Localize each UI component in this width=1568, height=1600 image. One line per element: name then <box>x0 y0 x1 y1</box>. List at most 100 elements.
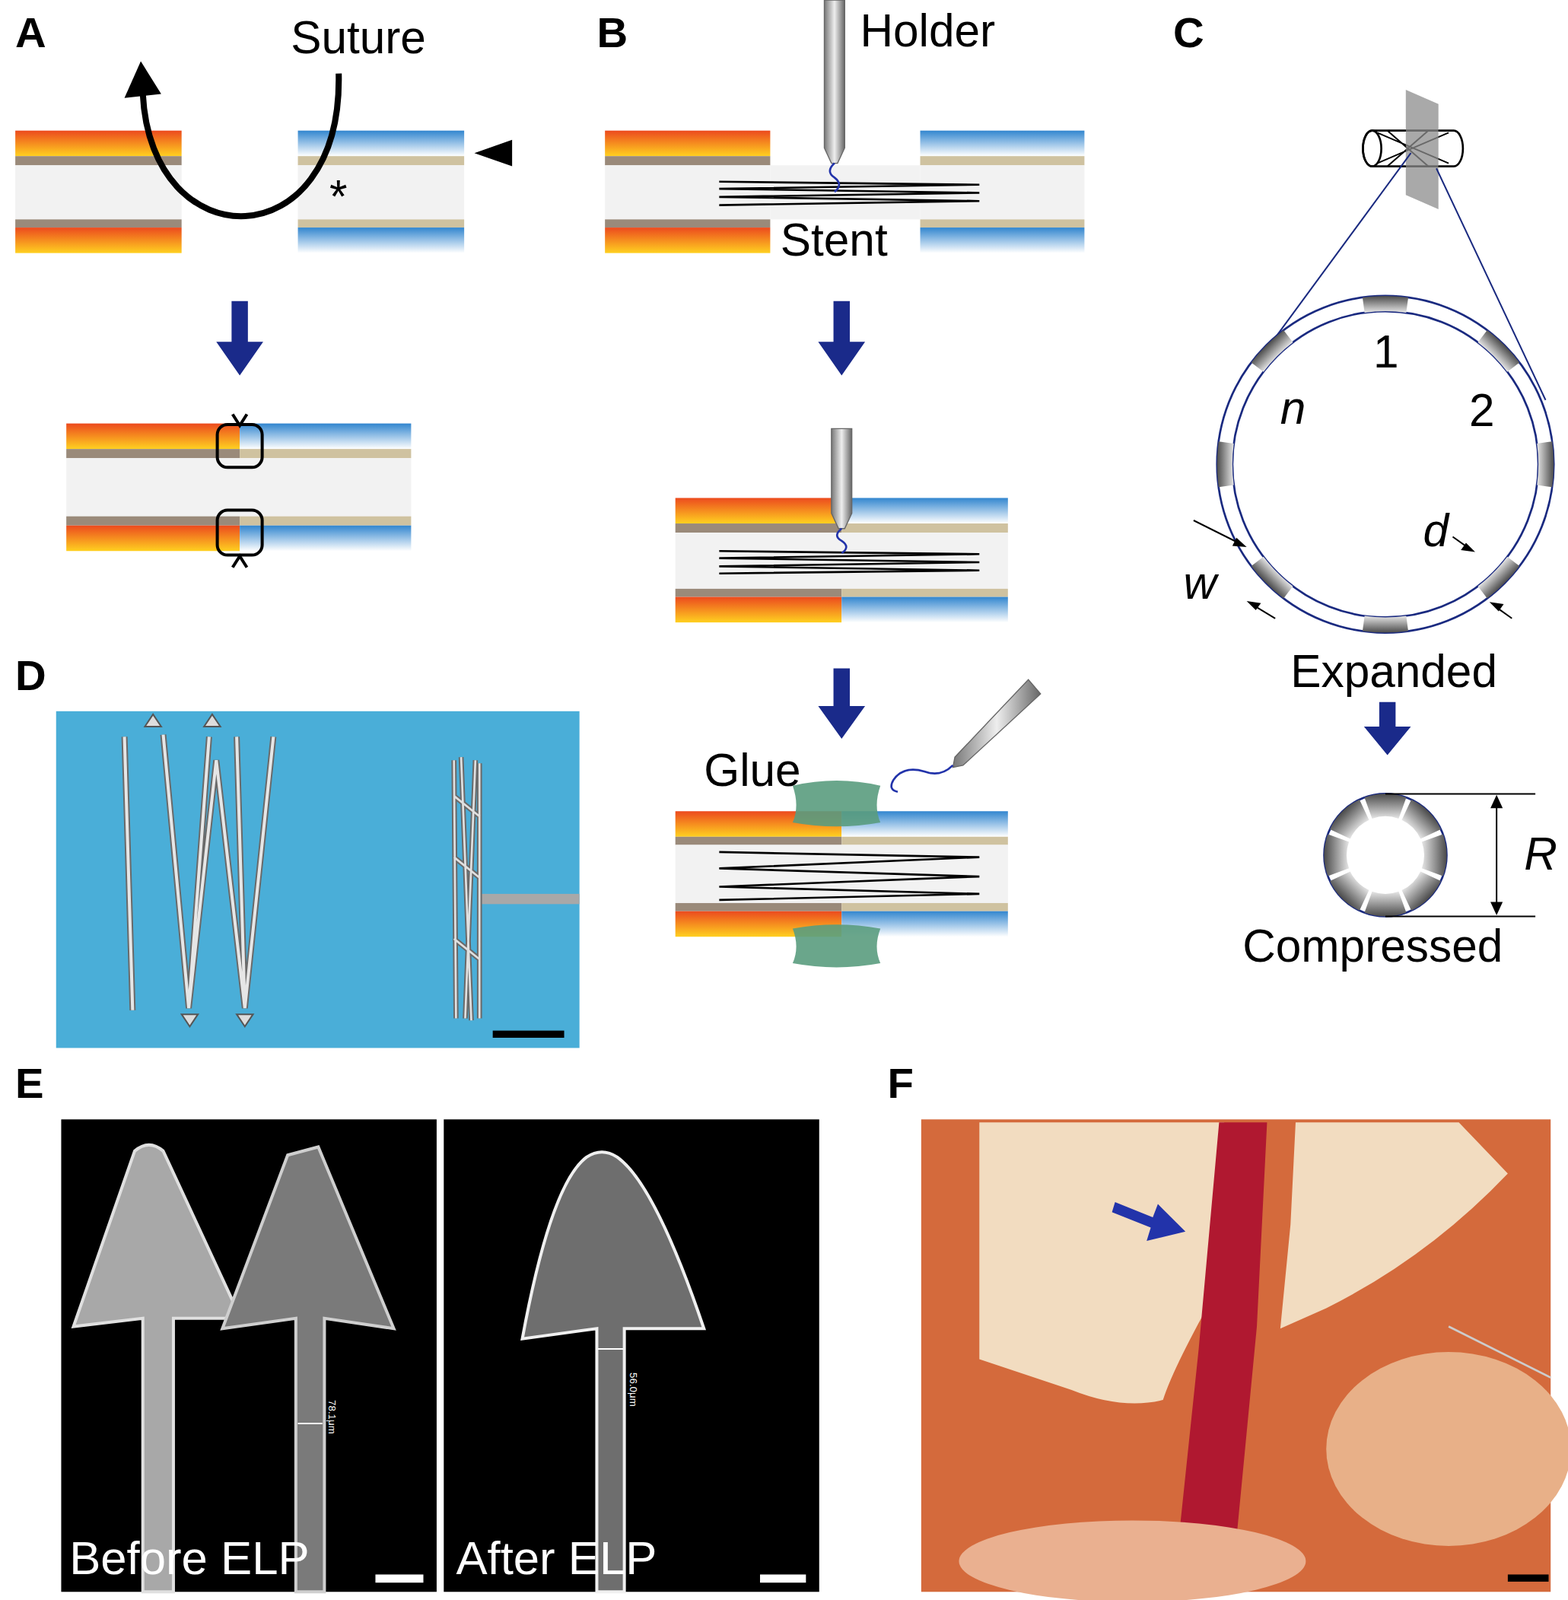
panel-b-step1 <box>604 155 770 166</box>
state-label: Expanded <box>1290 645 1498 697</box>
panel-c-schematic <box>1232 537 1247 548</box>
measurement-label: 56.0μm <box>627 1372 640 1407</box>
image-caption: After ELP <box>455 1532 657 1584</box>
panel-f-photo <box>1448 1326 1551 1378</box>
panel-b-step1 <box>604 165 770 220</box>
blue-step-arrow <box>216 301 1411 756</box>
panel-b-step3 <box>792 924 881 967</box>
panel-c-schematic <box>1362 295 1409 313</box>
panel-b-step3 <box>841 903 1009 912</box>
panel-b-step2 <box>675 498 843 525</box>
part-label: Stent <box>780 214 888 265</box>
panel-c-schematic <box>1385 915 1536 917</box>
panel-d-photo <box>56 711 580 1049</box>
panel-b-step1 <box>920 219 1085 228</box>
panel-b-step2 <box>718 550 980 574</box>
panel-c-schematic <box>1327 797 1375 845</box>
panel-a-vessels <box>15 60 513 253</box>
panel-c-schematic <box>1476 555 1521 600</box>
panel-d-photo <box>454 756 481 1021</box>
panel-c-schematic <box>1362 130 1381 167</box>
panel-a-anastomosis <box>217 510 263 556</box>
panel-f-photo <box>1173 1122 1267 1592</box>
panel-f-photo <box>921 1119 1568 1600</box>
panel-c-schematic <box>1217 295 1555 633</box>
panel-c-schematic <box>1364 891 1406 917</box>
panel-c-schematic <box>1193 89 1554 916</box>
panel-a-anastomosis <box>239 525 411 552</box>
panel-b-step2 <box>675 523 843 533</box>
panel-a-anastomosis <box>66 414 411 568</box>
blue-step-arrow <box>817 301 866 376</box>
part-label: Suture <box>290 12 427 63</box>
panel-c-schematic <box>1497 607 1512 618</box>
panel-a-vessels <box>298 219 465 228</box>
panel-b-step1 <box>823 0 845 164</box>
panel-b-step1 <box>920 227 1085 254</box>
measurement-label: 78.1μm <box>325 1399 338 1435</box>
panel-f-photo <box>958 1520 1306 1600</box>
panel-b-step3 <box>675 845 1009 904</box>
dimension-label: w <box>1183 557 1217 608</box>
panel-a-vessels <box>15 165 182 220</box>
panel-b-step2 <box>836 528 847 554</box>
panel-c-schematic <box>1249 328 1295 373</box>
panel-a-vessels <box>298 227 465 254</box>
panel-c-schematic <box>1421 833 1448 876</box>
panel-b-step2 <box>831 428 853 528</box>
panel-a-vessels <box>143 73 340 217</box>
panel-b-step1 <box>920 130 1085 157</box>
panel-a-vessels <box>15 227 182 254</box>
panel-c-schematic <box>1232 311 1539 618</box>
panel-letter: A <box>15 9 47 57</box>
panel-e-sem <box>443 1119 819 1592</box>
part-label: Holder <box>859 5 996 56</box>
panel-e-sem <box>73 1144 242 1592</box>
panel-f-photo <box>1507 1574 1549 1581</box>
panel-b-step3 <box>675 679 1041 967</box>
panel-c-schematic <box>1324 833 1350 876</box>
panel-b-step2 <box>841 588 1009 598</box>
panel-a-anastomosis <box>232 556 248 568</box>
panel-b-step2 <box>841 597 1009 624</box>
panel-f-photo <box>1112 1202 1187 1241</box>
panel-b-step3 <box>718 852 980 901</box>
panel-d-photo <box>492 1030 565 1038</box>
panel-e-sem <box>760 1574 806 1583</box>
panel-f-photo <box>979 1122 1225 1403</box>
callout-number: 1 <box>1373 326 1400 377</box>
panel-e-sem <box>522 1151 705 1592</box>
panel-c-schematic <box>1490 795 1503 808</box>
panel-a-anastomosis <box>217 424 263 468</box>
panel-b-step1 <box>920 155 1085 166</box>
image-caption: Before ELP <box>69 1532 309 1584</box>
panel-f-photo <box>1326 1351 1568 1546</box>
panel-d-photo <box>124 734 274 1011</box>
panel-d-photo <box>124 734 274 1011</box>
panel-f-photo <box>1280 1122 1508 1329</box>
dimension-label: d <box>1423 505 1450 556</box>
panel-c-schematic <box>1490 902 1503 916</box>
blue-step-arrow <box>216 301 264 376</box>
panel-a-vessels <box>298 165 465 220</box>
panel-d-photo <box>56 711 580 1049</box>
panel-a-anastomosis <box>66 448 240 458</box>
panel-a-vessels <box>124 60 162 98</box>
panel-c-schematic <box>1405 89 1439 210</box>
panel-c-schematic <box>1254 606 1276 619</box>
panel-b-step1 <box>604 130 770 157</box>
panel-letter: D <box>15 652 47 700</box>
callout-number: 2 <box>1469 384 1495 436</box>
panel-a-anastomosis <box>232 414 248 427</box>
panel-e-sem <box>375 1574 424 1583</box>
panel-b-step1 <box>718 181 980 206</box>
panel-b-step3 <box>675 836 843 846</box>
panel-c-schematic <box>1489 601 1505 611</box>
panel-a-anastomosis <box>66 516 240 526</box>
panel-b-step1 <box>830 163 840 193</box>
panel-c-schematic <box>1495 806 1498 905</box>
panel-a-vessels <box>474 139 513 167</box>
panel-e-sem <box>222 1147 394 1593</box>
panel-b-step3 <box>675 903 843 912</box>
